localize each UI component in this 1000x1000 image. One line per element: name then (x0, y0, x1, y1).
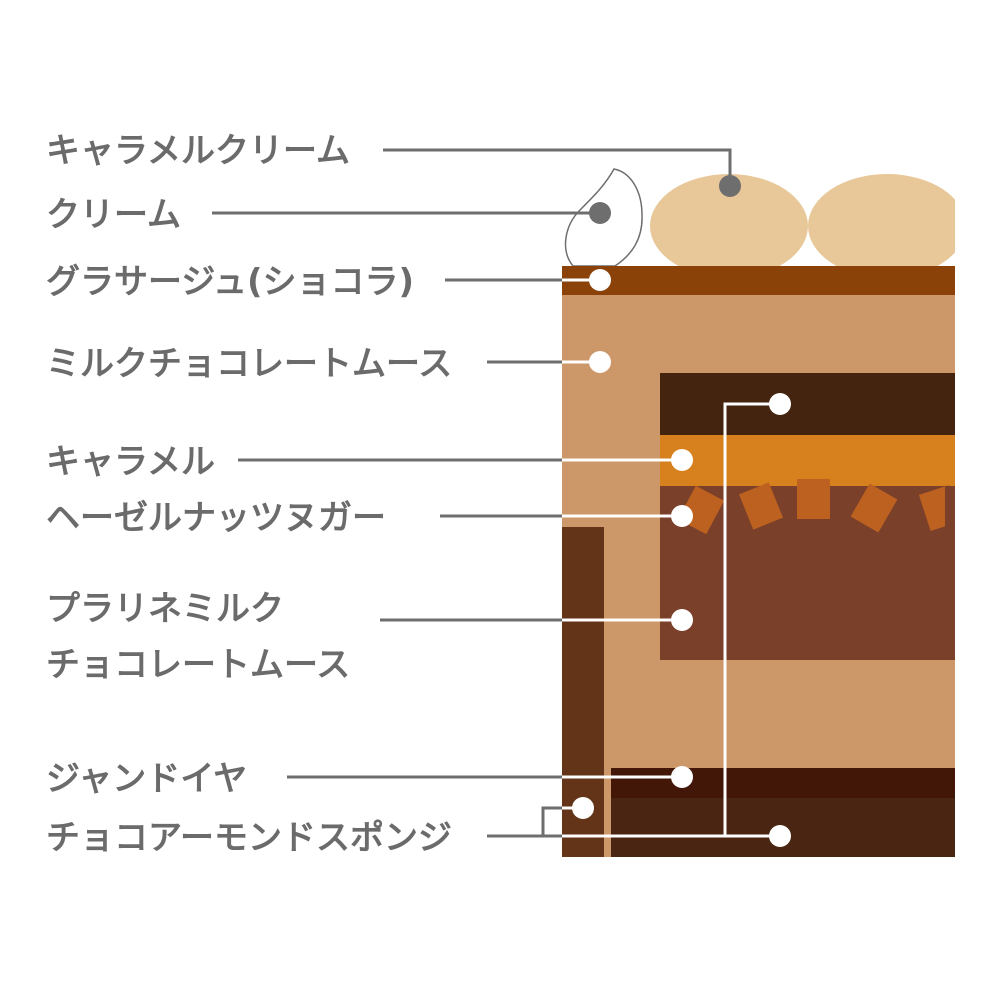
label-almond-sponge: チョコアーモンドスポンジ (46, 818, 452, 858)
nougat-marker (671, 505, 693, 527)
hazelnut-chunk (850, 483, 898, 533)
hazelnut-chunk (739, 482, 783, 530)
label-glacage: グラサージュ(ショコラ) (46, 262, 414, 302)
dark-layer-marker (769, 393, 791, 415)
glacage-marker (589, 269, 611, 291)
gianduja-layer (611, 768, 955, 798)
praline-marker (671, 609, 693, 631)
label-caramel-cream: キャラメルクリーム (46, 131, 350, 171)
sponge-marker (769, 825, 791, 847)
caramel-cream-blob (808, 174, 955, 266)
edge-mask (955, 470, 1000, 550)
cream-marker (589, 202, 611, 224)
mousse-marker (589, 351, 611, 373)
glacage-layer (562, 266, 955, 295)
label-praline-line1: プラリネミルク (46, 589, 284, 629)
caramel-cream-blob (650, 174, 808, 266)
dark-inner-layer (660, 373, 955, 435)
label-hazelnut-nougat: ヘーゼルナッツヌガー (46, 498, 386, 538)
hazelnut-chunk (797, 479, 830, 519)
caramel-cream-marker (719, 175, 741, 197)
chunk-mask (945, 486, 955, 536)
caramel-cream-blobs (650, 174, 955, 266)
caramel-marker (671, 449, 693, 471)
sponge-side-marker (572, 797, 594, 819)
caramel-layer (660, 435, 955, 486)
label-cream: クリーム (46, 195, 181, 235)
gianduja-marker (671, 766, 693, 788)
label-gianduja: ジャンドイヤ (46, 759, 247, 799)
label-milk-chocolate-mousse: ミルクチョコレートムース (46, 344, 452, 384)
label-praline-line2: チョコレートムース (46, 645, 350, 685)
label-caramel: キャラメル (46, 442, 215, 482)
marker-dots (572, 175, 791, 847)
